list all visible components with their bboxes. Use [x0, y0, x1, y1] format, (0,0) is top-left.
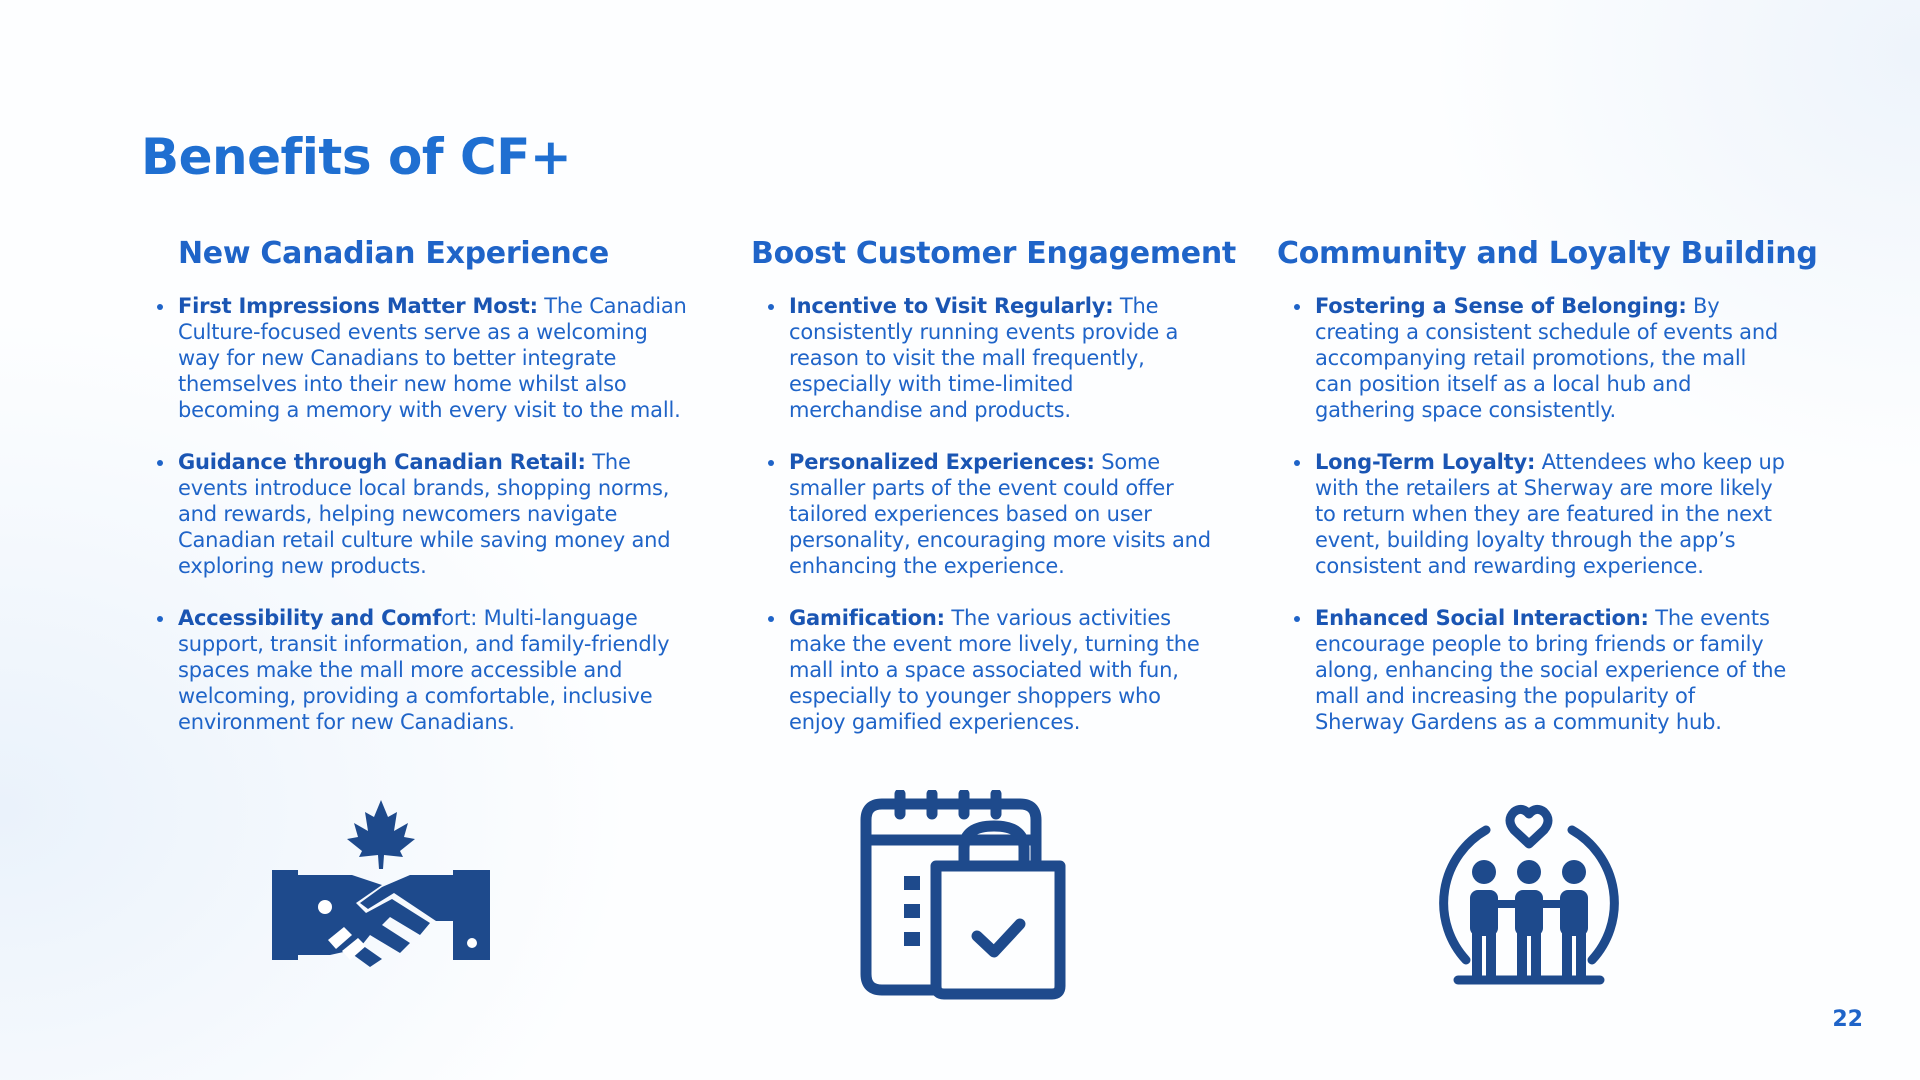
bullet-item: Gamification: The various activities mak… [768, 605, 1211, 735]
column-community-loyalty-building: Community and Loyalty Building Fostering… [1277, 236, 1818, 761]
calendar-shopping-bag-icon [860, 790, 1066, 1000]
bullet-list: Fostering a Sense of Belonging: By creat… [1277, 293, 1787, 735]
bullet-item: Guidance through Canadian Retail: The ev… [157, 449, 688, 579]
bullet-text: The events introduce local brands, shopp… [178, 450, 671, 578]
bullet-text: The events encourage people to bring fri… [1315, 606, 1787, 734]
slide-title: Benefits of CF+ [141, 128, 572, 186]
bullet-text: Attendees who keep up with the retailers… [1315, 450, 1785, 578]
bullet-title: Guidance through Canadian Retail: [178, 450, 586, 474]
bullet-item: Fostering a Sense of Belonging: By creat… [1294, 293, 1787, 423]
bullet-text: ort: Multi-language support, transit inf… [178, 606, 670, 734]
bullet-list: First Impressions Matter Most: The Canad… [157, 293, 688, 735]
column-heading: New Canadian Experience [178, 236, 609, 271]
column-heading: Community and Loyalty Building [1277, 236, 1818, 271]
community-heart-icon [1439, 804, 1619, 985]
bullet-item: Enhanced Social Interaction: The events … [1294, 605, 1787, 735]
bullet-title: Gamification: [789, 606, 945, 630]
page-number: 22 [1832, 1007, 1863, 1032]
bullet-title: Long-Term Loyalty: [1315, 450, 1536, 474]
bullet-item: Long-Term Loyalty: Attendees who keep up… [1294, 449, 1787, 579]
bullet-text: By creating a consistent schedule of eve… [1315, 294, 1779, 422]
bullet-text: The consistently running events provide … [789, 294, 1179, 422]
bullet-list: Incentive to Visit Regularly: The consis… [751, 293, 1211, 735]
bullet-text: The various activities make the event mo… [789, 606, 1200, 734]
bullet-item: First Impressions Matter Most: The Canad… [157, 293, 688, 423]
column-new-canadian-experience: New Canadian Experience First Impression… [157, 236, 688, 761]
bullet-title: Personalized Experiences: [789, 450, 1095, 474]
bullet-text: The Canadian Culture-focused events serv… [178, 294, 687, 422]
bullet-text: Some smaller parts of the event could of… [789, 450, 1211, 578]
bullet-title: Fostering a Sense of Belonging: [1315, 294, 1687, 318]
bullet-item: Accessibility and Comfort: Multi-languag… [157, 605, 688, 735]
bullet-title: First Impressions Matter Most: [178, 294, 538, 318]
maple-leaf-handshake-icon [272, 800, 490, 967]
bullet-title: Enhanced Social Interaction: [1315, 606, 1649, 630]
bullet-item: Personalized Experiences: Some smaller p… [768, 449, 1211, 579]
column-boost-customer-engagement: Boost Customer Engagement Incentive to V… [751, 236, 1236, 761]
bullet-item: Incentive to Visit Regularly: The consis… [768, 293, 1211, 423]
bullet-title: Incentive to Visit Regularly: [789, 294, 1114, 318]
bullet-title: Accessibility and Comf [178, 606, 442, 630]
column-heading: Boost Customer Engagement [751, 236, 1236, 271]
